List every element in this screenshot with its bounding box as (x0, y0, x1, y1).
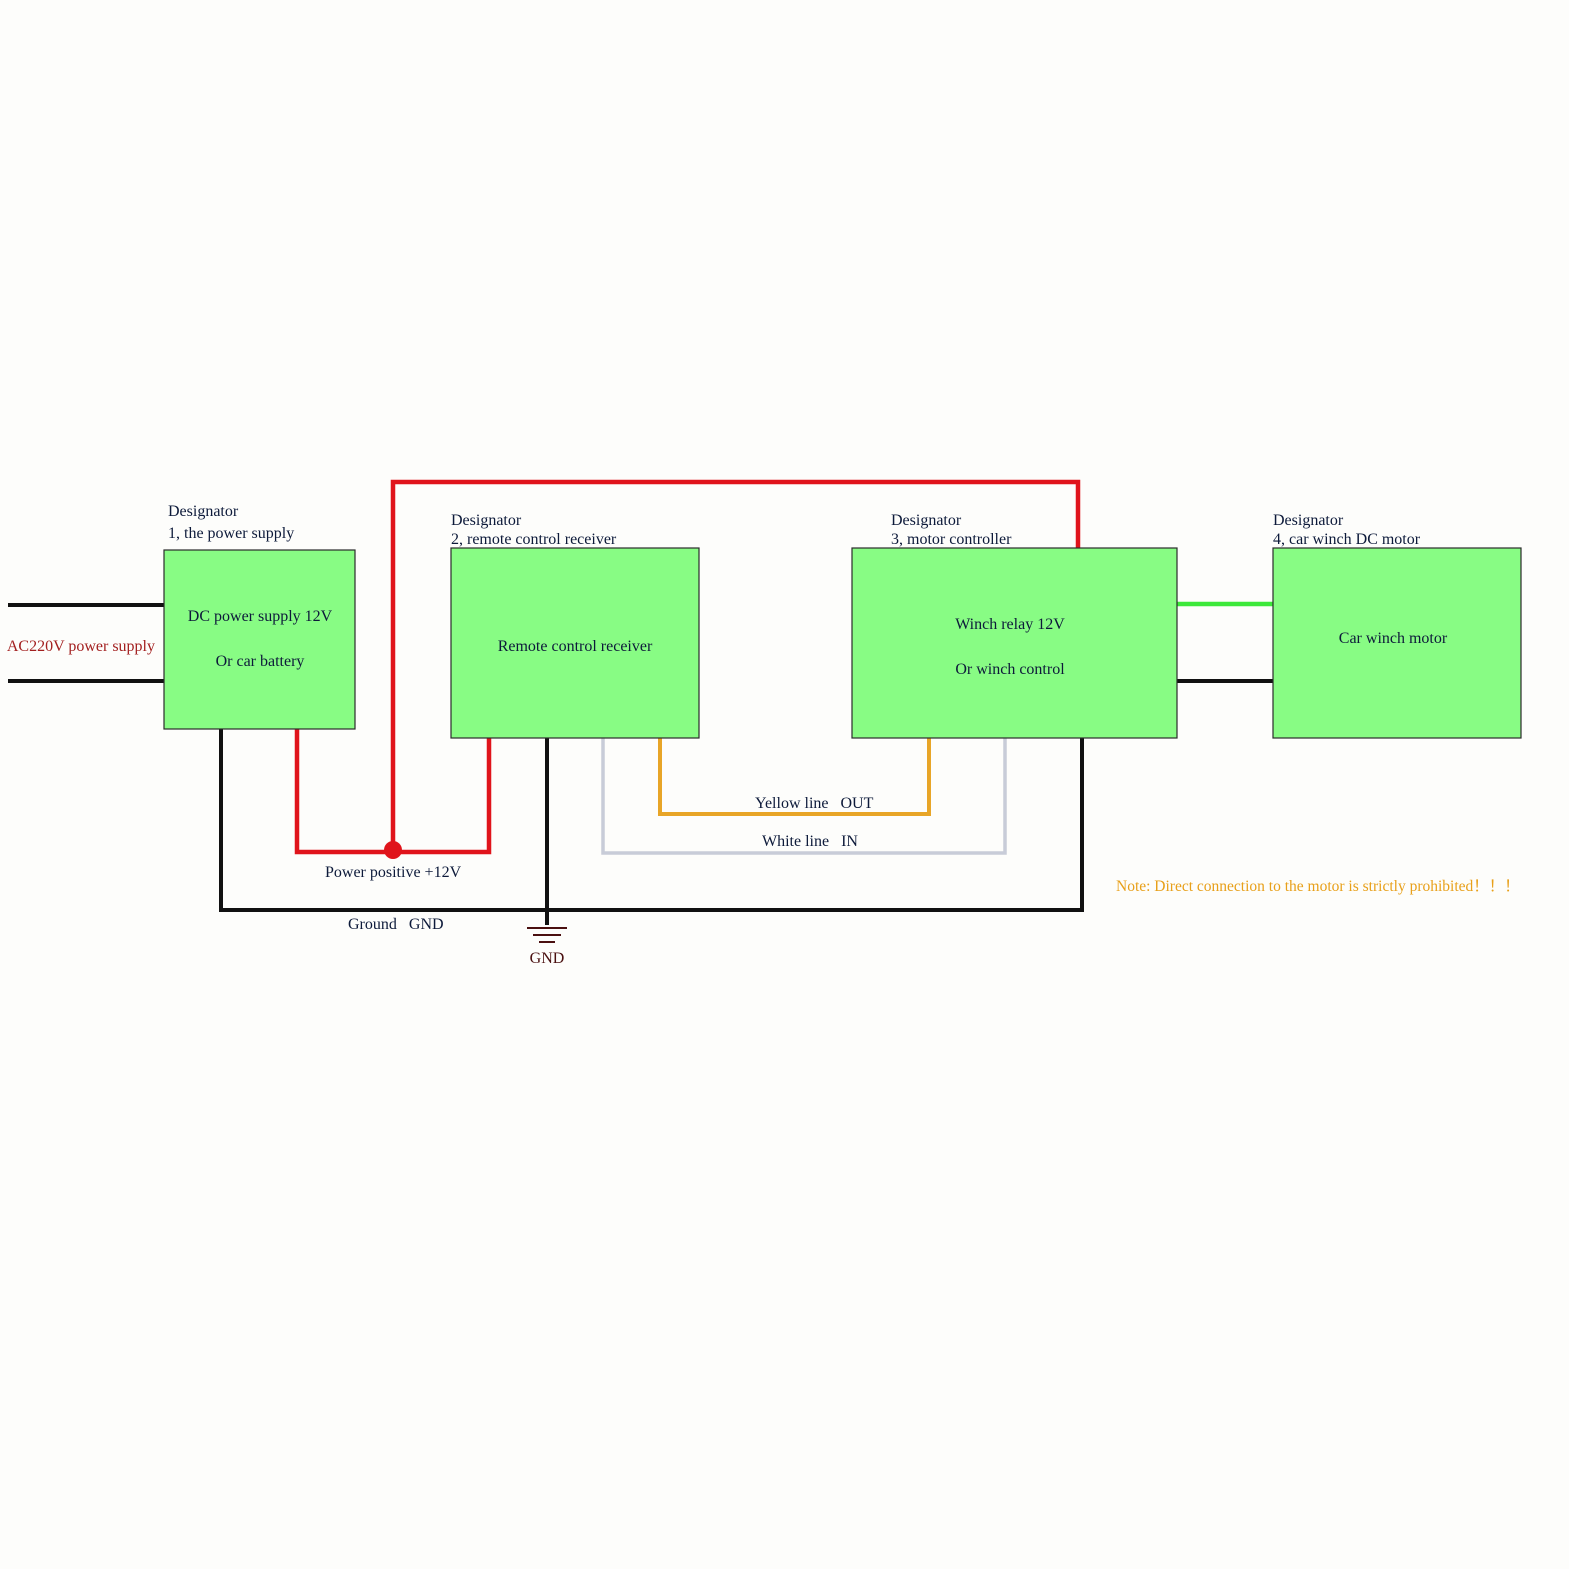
receiver-block (450, 547, 700, 739)
positive-junction-dot (384, 841, 402, 859)
controller-block (851, 547, 1178, 739)
controller-designator: Designator (891, 512, 962, 529)
motor-caption: 4, car winch DC motor (1273, 531, 1421, 548)
yellow-line-label: Yellow line OUT (755, 795, 874, 812)
controller-line-2: Or winch control (955, 661, 1065, 678)
controller-line-1: Winch relay 12V (955, 616, 1065, 633)
receiver-designator: Designator (451, 512, 522, 529)
power-supply-block (163, 549, 356, 730)
motor-block (1272, 547, 1522, 739)
receiver-caption: 2, remote control receiver (451, 531, 617, 548)
ground-label: Ground GND (348, 916, 444, 933)
white-signal-wire (601, 737, 1007, 855)
ground-symbol (527, 927, 567, 943)
power-positive-label: Power positive +12V (325, 864, 462, 881)
power-supply-designator: Designator (168, 503, 239, 520)
ground-wire (219, 718, 1084, 912)
positive-to-controller-wire (390, 479, 1081, 852)
receiver-line-1: Remote control receiver (498, 638, 653, 655)
controller-caption: 3, motor controller (891, 531, 1012, 548)
warning-note: Note: Direct connection to the motor is … (1116, 878, 1520, 895)
motor-line-1: Car winch motor (1339, 630, 1448, 647)
ac-input-label: AC220V power supply (7, 638, 155, 655)
motor-designator: Designator (1273, 512, 1344, 529)
gnd-symbol-label: GND (530, 950, 565, 967)
power-supply-line-1: DC power supply 12V (188, 608, 333, 625)
white-line-label: White line IN (762, 833, 858, 850)
power-supply-caption: 1, the power supply (168, 525, 294, 542)
yellow-signal-wire (658, 737, 931, 816)
power-supply-line-2: Or car battery (216, 653, 305, 670)
